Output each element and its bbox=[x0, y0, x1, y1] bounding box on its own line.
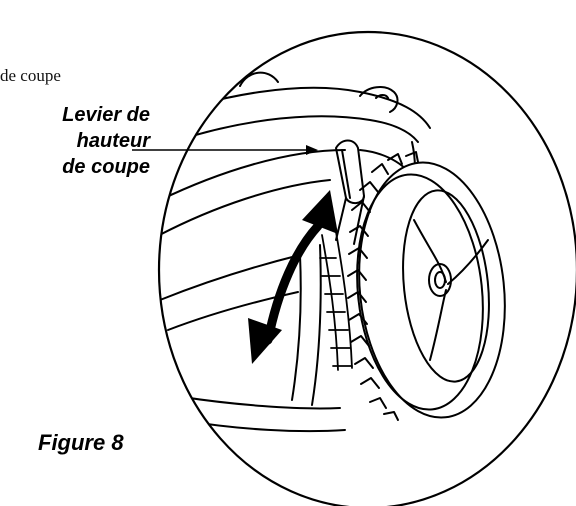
callout-arrowhead bbox=[306, 145, 318, 155]
cropped-text-fragment: de coupe bbox=[0, 66, 61, 85]
adjustment-double-arrow bbox=[248, 190, 338, 364]
callout-line-3: de coupe bbox=[62, 156, 150, 178]
callout-line-1: Levier de bbox=[62, 104, 150, 126]
figure-caption: Figure 8 bbox=[38, 430, 124, 455]
lever-callout-label: Levier de hauteur de coupe bbox=[20, 102, 150, 180]
callout-line-2: hauteur bbox=[76, 130, 150, 152]
mower-wheel bbox=[347, 151, 506, 421]
height-notch-rack bbox=[319, 231, 353, 371]
